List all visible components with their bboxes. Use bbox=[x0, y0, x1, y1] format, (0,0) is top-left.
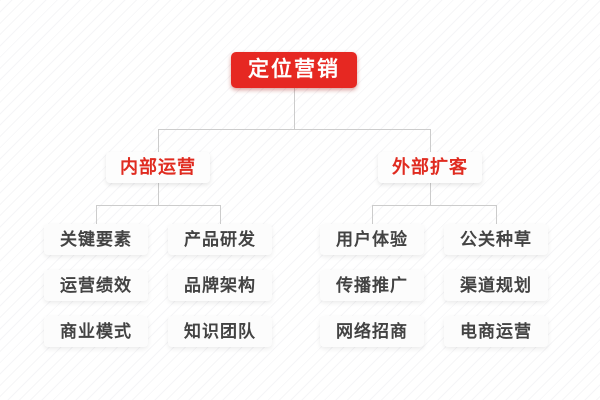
connector-right-colC-drop bbox=[372, 205, 373, 224]
connector-level1-horizontal bbox=[158, 129, 431, 130]
leaf-node: 网络招商 bbox=[320, 316, 424, 347]
connector-left-bracket bbox=[96, 205, 221, 206]
connector-left-colA-drop bbox=[96, 205, 97, 224]
branch-node-internal-operations: 内部运营 bbox=[106, 152, 210, 183]
connector-right-bracket bbox=[372, 205, 497, 206]
leaf-node: 电商运营 bbox=[444, 316, 548, 347]
leaf-node: 公关种草 bbox=[444, 224, 548, 255]
leaf-node: 产品研发 bbox=[168, 224, 272, 255]
leaf-node: 渠道规划 bbox=[444, 270, 548, 301]
leaf-node: 商业模式 bbox=[44, 316, 148, 347]
leaf-node: 品牌架构 bbox=[168, 270, 272, 301]
connector-left-colB-drop bbox=[220, 205, 221, 224]
connector-right-branch-vertical bbox=[430, 183, 431, 205]
connector-right-colD-drop bbox=[496, 205, 497, 224]
leaf-node: 用户体验 bbox=[320, 224, 424, 255]
leaf-node: 传播推广 bbox=[320, 270, 424, 301]
leaf-node: 知识团队 bbox=[168, 316, 272, 347]
branch-node-external-expansion: 外部扩客 bbox=[378, 152, 482, 183]
connector-left-branch-vertical bbox=[158, 183, 159, 205]
leaf-node: 运营绩效 bbox=[44, 270, 148, 301]
connector-branch-left-drop bbox=[158, 129, 159, 152]
root-node: 定位营销 bbox=[231, 52, 357, 88]
connector-branch-right-drop bbox=[430, 129, 431, 152]
connector-root-vertical bbox=[294, 88, 295, 129]
leaf-node: 关键要素 bbox=[44, 224, 148, 255]
